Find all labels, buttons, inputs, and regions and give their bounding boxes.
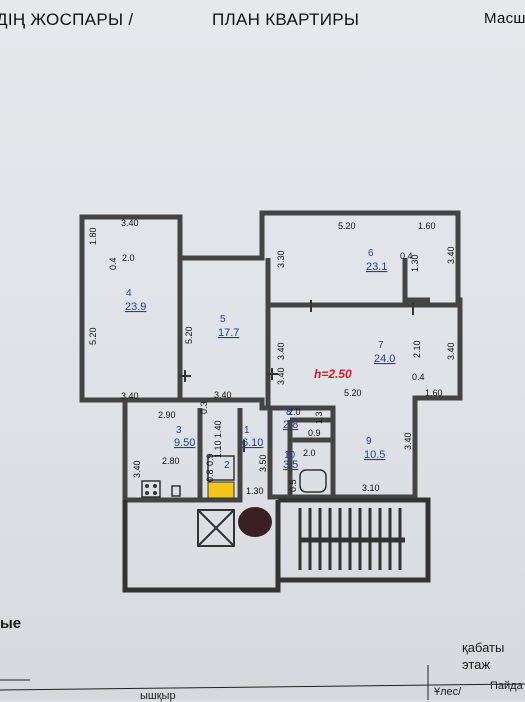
dim-label: 0.3	[199, 401, 209, 414]
ceiling-height-label: h=2.50	[314, 367, 352, 381]
room-number: 6	[368, 248, 374, 259]
dim-label: 0.5	[288, 479, 298, 492]
footer-floor-ru: этаж	[462, 657, 491, 672]
bath-fixture	[207, 455, 235, 481]
dim-label: 1.80	[88, 227, 98, 245]
dim-label: 3.40	[132, 460, 142, 478]
header-title-russian: ПЛАН КВАРТИРЫ	[212, 10, 360, 29]
dim-label: 5.20	[184, 326, 194, 344]
dim-label: 5.20	[338, 221, 356, 231]
room-number: 2	[224, 460, 230, 471]
dim-label: 1.10	[213, 440, 223, 458]
room-number: 8	[286, 407, 292, 418]
dim-label: 1.3	[314, 411, 324, 424]
wall-room3	[122, 400, 243, 503]
dim-label: 0.4	[108, 257, 118, 270]
room-number: 5	[220, 314, 226, 325]
dim-label: 1.60	[425, 388, 443, 398]
dim-label: 3.40	[446, 246, 456, 264]
dim-label: 2.90	[158, 410, 176, 420]
dim-label: 0.9	[205, 453, 215, 466]
footer-floor-kz: қабаты	[462, 640, 505, 655]
room-number: 9	[366, 436, 372, 447]
room-area: 2.8	[283, 419, 298, 431]
footer-cell-1: ышқыр	[140, 690, 176, 702]
dim-label: 5.20	[88, 327, 98, 345]
toilet-fixture	[299, 469, 327, 493]
redaction-mark	[238, 507, 272, 537]
dim-label: 3.40	[276, 342, 286, 360]
room-number: 10	[284, 450, 296, 461]
dim-label: 0.8	[205, 469, 215, 482]
door-marks	[179, 300, 414, 452]
footer-left-text: ые	[0, 615, 22, 632]
dim-label: 3.40	[446, 342, 456, 360]
dim-label: 3.40	[403, 432, 413, 450]
dim-label: 2.0	[122, 253, 135, 263]
dim-label: 3.50	[258, 454, 268, 472]
room-area: 9.50	[174, 437, 195, 449]
room-number: 1	[244, 425, 250, 436]
dim-label: 2.10	[412, 340, 422, 358]
room-number: 4	[126, 288, 132, 299]
dim-label: 1.30	[246, 486, 264, 496]
dim-label: 5.20	[344, 388, 362, 398]
wall-room1-10	[267, 408, 333, 500]
dim-label: 0.4	[412, 372, 425, 382]
room-area: 3.5	[283, 459, 298, 471]
kitchen-fixtures	[141, 480, 181, 498]
dim-label: 3.40	[121, 391, 139, 401]
dim-label: 3.10	[362, 483, 380, 493]
room-area: 23.1	[366, 261, 387, 273]
dim-label: 2.80	[162, 456, 180, 466]
room-area: 10.5	[364, 449, 385, 461]
dim-label: 3.40	[214, 390, 232, 400]
dim-label: 0.9	[308, 428, 321, 438]
footer-cell-3: Пайда	[490, 680, 523, 692]
room-area: 17.7	[218, 327, 239, 339]
stairs	[298, 508, 405, 570]
outer-wall-upper	[79, 210, 463, 500]
room-area: 23.9	[125, 301, 146, 313]
room-number: 3	[176, 425, 182, 436]
header-title-kazakh: ДІҢ ЖОСПАРЫ /	[0, 10, 134, 29]
room-number: 7	[378, 340, 384, 351]
wall-corridor	[122, 500, 281, 593]
dim-label: 2.0	[288, 407, 301, 417]
dim-label: 1.30	[410, 254, 420, 272]
highlight-box	[207, 481, 235, 499]
elevator-shaft	[197, 509, 235, 547]
room-area: 24.0	[374, 353, 395, 365]
dim-label: 1.40	[213, 420, 223, 438]
dim-label: 3.40	[276, 367, 286, 385]
wall-stairwell	[278, 497, 431, 583]
footer-cell-2: Ұлес/	[434, 686, 462, 698]
wall-6-nook	[402, 258, 430, 303]
room-area: 6.10	[242, 437, 263, 449]
dim-label: 1.60	[418, 221, 436, 231]
dim-label: 3.30	[276, 250, 286, 268]
dim-label: 3.40	[121, 218, 139, 228]
header-scale-label: Масш	[484, 10, 525, 27]
dim-label: 2.0	[303, 448, 316, 458]
dim-label: 0.4	[400, 251, 413, 261]
